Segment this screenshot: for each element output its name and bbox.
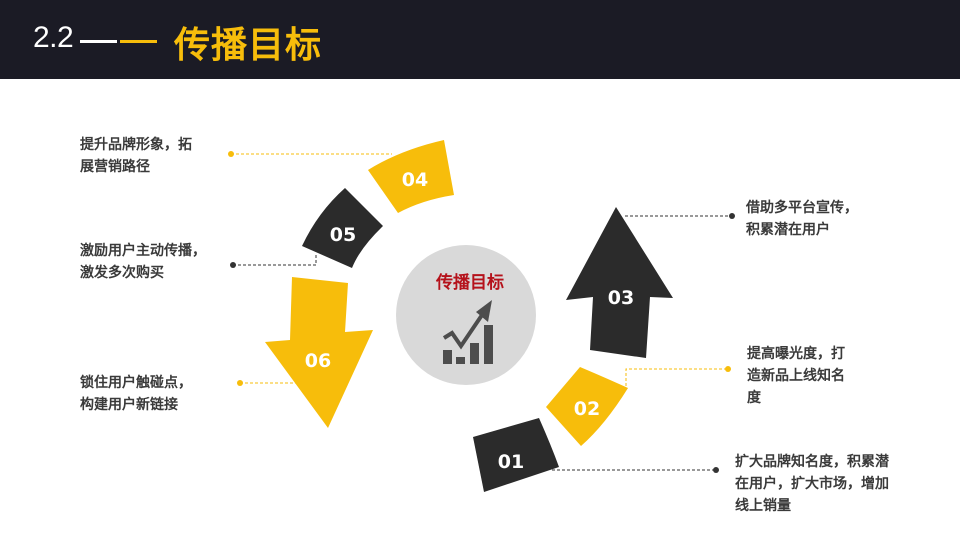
connector-04	[228, 151, 392, 157]
connector-05	[230, 254, 317, 268]
section-number: 2.2	[33, 21, 74, 54]
page-title: 传播目标	[174, 25, 323, 66]
connector-02	[625, 366, 731, 386]
header-dash-yellow	[120, 40, 157, 43]
center-circle	[396, 245, 536, 385]
step-02-segment[interactable]	[546, 367, 628, 446]
step-02-label: 提高曝光度，打 造新品上线知名 度	[747, 346, 845, 406]
step-01-label: 扩大品牌知名度，积累潜 在用户，扩大市场，增加 线上销量	[735, 454, 889, 514]
step-03-arrow[interactable]	[566, 207, 673, 358]
step-05-label: 激励用户主动传播， 激发多次购买	[80, 243, 206, 281]
growth-chart-icon	[442, 300, 493, 364]
step-02-number: 02	[574, 398, 600, 420]
step-06-number: 06	[305, 350, 331, 372]
step-01-segment[interactable]	[473, 418, 559, 492]
step-03-number: 03	[608, 287, 634, 309]
step-05-segment[interactable]	[302, 188, 383, 268]
step-06-arrow[interactable]	[265, 277, 373, 428]
step-06-label: 锁住用户触碰点， 构建用户新链接	[80, 375, 192, 413]
header-dash-white	[80, 40, 117, 43]
step-03-label: 借助多平台宣传， 积累潜在用户	[746, 200, 858, 238]
center-title: 传播目标	[436, 273, 504, 293]
header-bar: 2.2 传播目标	[0, 0, 960, 79]
step-04-label: 提升品牌形象，拓 展营销路径	[80, 137, 192, 175]
step-05-number: 05	[330, 224, 356, 246]
step-04-number: 04	[402, 169, 428, 191]
connector-03	[625, 213, 735, 219]
step-01-number: 01	[498, 451, 524, 473]
connector-06	[237, 380, 300, 386]
step-04-segment[interactable]	[368, 140, 454, 213]
connector-01	[552, 467, 719, 473]
